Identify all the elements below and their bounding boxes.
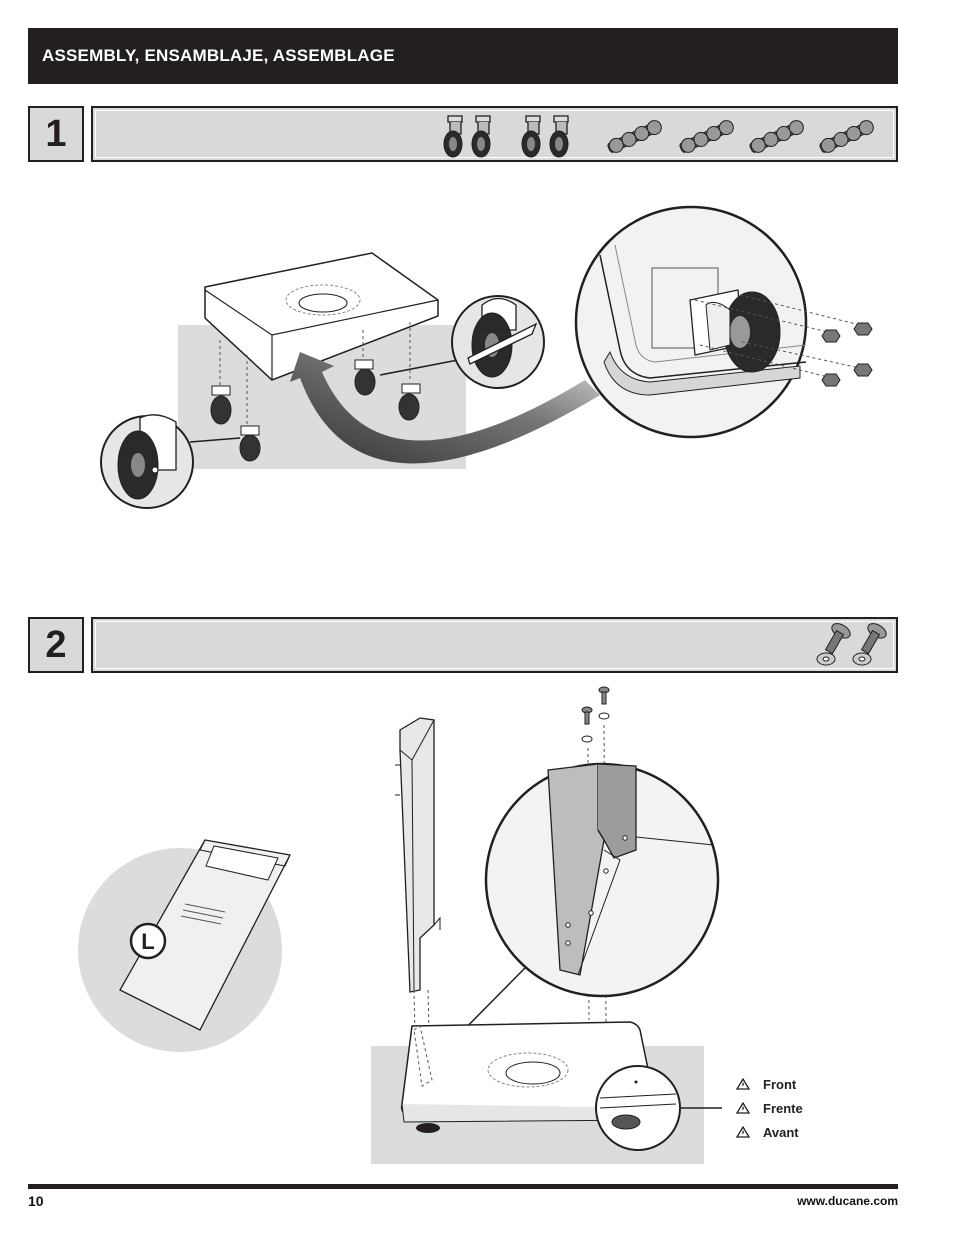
website-link[interactable]: www.ducane.com <box>797 1194 898 1208</box>
locking-caster-detail <box>451 295 545 389</box>
caster-icon <box>471 115 491 158</box>
front-legend: Front Frente Avant <box>736 1072 803 1144</box>
step-2-illustration: L <box>78 686 722 1164</box>
bolt-location-detail <box>484 762 720 998</box>
warning-triangle-icon <box>736 1078 750 1090</box>
caster-back-right <box>398 383 421 421</box>
screw-set-icon <box>749 120 804 153</box>
legend-label-french: Avant <box>763 1124 799 1140</box>
standard-caster-detail <box>100 414 194 509</box>
step-2-number: 2 <box>28 617 84 673</box>
bolts-and-washers <box>581 686 610 743</box>
cart-base-top <box>204 252 439 381</box>
page-number: 10 <box>28 1193 44 1209</box>
direction-arrow <box>290 352 600 464</box>
step-1-parts <box>443 115 874 158</box>
guide-lines <box>219 322 411 425</box>
caster-icon <box>443 115 463 158</box>
legend-item: Frente <box>736 1096 803 1120</box>
section-title: ASSEMBLY, ENSAMBLAJE, ASSEMBLAGE <box>42 46 395 65</box>
bolt-washer-icon <box>852 623 887 666</box>
step-1-parts-bar <box>91 106 898 162</box>
panel-label: L <box>141 929 154 954</box>
warning-triangle-icon <box>736 1126 750 1138</box>
caster-icon <box>521 115 541 158</box>
screw-set-icon <box>679 120 734 153</box>
legend-label-english: Front <box>763 1076 797 1092</box>
warning-triangle-icon <box>736 1102 750 1114</box>
screw-set-icon <box>819 120 874 153</box>
legend-item: Avant <box>736 1120 803 1144</box>
step-2-parts-bar <box>91 617 898 673</box>
step-1-illustration <box>100 205 873 509</box>
section-header: ASSEMBLY, ENSAMBLAJE, ASSEMBLAGE <box>28 28 898 84</box>
caster-icon <box>549 115 569 158</box>
footer-rule <box>28 1184 898 1189</box>
side-frame <box>395 717 441 993</box>
side-panel-left-detail: L <box>78 839 291 1052</box>
caster-front-left <box>210 385 232 425</box>
caster-back-left <box>239 425 261 462</box>
callout-line-locking <box>379 359 459 376</box>
step-2-header: 2 <box>28 617 898 673</box>
callout-line-standard <box>189 437 241 443</box>
front-indicator-detail <box>595 1065 722 1151</box>
step-2-parts <box>816 623 887 666</box>
caster-mount-detail <box>574 205 873 439</box>
caster-front-right <box>354 359 376 396</box>
step-1-number: 1 <box>28 106 84 162</box>
legend-label-spanish: Frente <box>763 1100 803 1116</box>
step-1-header: 1 <box>28 106 898 162</box>
legend-item: Front <box>736 1072 803 1096</box>
screw-set-icon <box>607 120 662 153</box>
bolt-washer-icon <box>816 623 851 666</box>
